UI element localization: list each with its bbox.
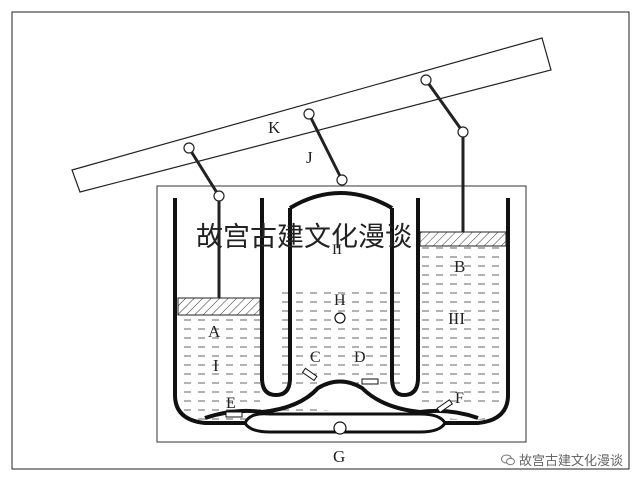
link-middle: [307, 113, 344, 181]
liquid-chamber-middle: [282, 292, 400, 387]
liquid-chamber-right: [420, 246, 506, 406]
label-III: III: [448, 309, 465, 328]
joint-left-lever: [183, 142, 195, 154]
middle-chamber-dome: [288, 191, 393, 210]
piston-A: [177, 297, 261, 316]
valve-D: [361, 378, 379, 385]
joint-middle-lever: [303, 108, 315, 120]
bottom-diaphragm: [204, 379, 479, 420]
valve-E: [225, 411, 243, 418]
label-C: C: [310, 349, 321, 366]
outer-frame: [11, 11, 630, 470]
label-K: K: [268, 118, 281, 137]
housing-box: [156, 185, 527, 443]
joint-middle-dome: [336, 174, 348, 186]
label-J: J: [306, 148, 313, 167]
bottom-plate: [243, 412, 447, 434]
valve-F: [436, 399, 453, 414]
pivot-G: [333, 421, 347, 435]
label-H: H: [334, 292, 346, 309]
label-D: D: [354, 349, 366, 366]
label-F: F: [455, 390, 464, 407]
valve-C: [301, 367, 318, 382]
label-B: B: [454, 257, 465, 276]
link-right: [424, 79, 465, 133]
vessel-inner-left-u: [260, 198, 292, 398]
footer-watermark: 故宫古建文化漫谈: [500, 450, 623, 469]
watermark-title: 故宫古建文化漫谈: [196, 222, 412, 253]
joint-left-rod: [213, 190, 225, 202]
link-left: [187, 147, 221, 197]
liquid-chamber-left: [178, 315, 260, 405]
label-E: E: [226, 395, 236, 412]
label-I: I: [213, 356, 219, 375]
label-II: II: [332, 242, 342, 258]
joint-right-rod: [457, 126, 469, 138]
wechat-icon: [500, 454, 515, 465]
label-G: G: [333, 447, 345, 466]
label-A: A: [208, 322, 221, 341]
vessel-inner-right-u: [390, 198, 420, 398]
joint-right-lever: [420, 74, 432, 86]
pivot-H: [334, 312, 346, 324]
footer-watermark-text: 故宫古建文化漫谈: [518, 454, 623, 469]
piston-B: [419, 231, 507, 247]
